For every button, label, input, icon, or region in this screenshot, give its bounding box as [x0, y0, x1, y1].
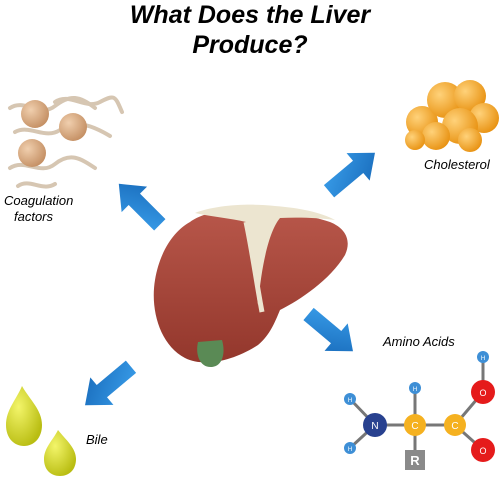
svg-text:H: H [413, 387, 417, 393]
r-group: R [405, 450, 425, 470]
oxygen-atom: O [471, 380, 495, 404]
arrow-to-bile-icon [85, 360, 137, 406]
svg-text:H: H [481, 356, 485, 362]
oxygen-atom: O [471, 438, 495, 462]
hydrogen-atom: H [344, 442, 356, 454]
arrow-to-cholesterol-icon [323, 152, 375, 198]
svg-text:H: H [348, 447, 352, 453]
svg-text:H: H [348, 398, 352, 404]
nitrogen-atom: N [363, 413, 387, 437]
hydrogen-atom: H [409, 382, 421, 394]
coagulation-label: Coagulation factors [4, 193, 74, 224]
svg-text:R: R [410, 453, 420, 468]
carbon-atom: C [444, 414, 466, 436]
svg-text:N: N [371, 421, 378, 432]
bile-drops-icon [6, 386, 76, 476]
title-line-1: What Does the Liver [129, 1, 371, 29]
svg-text:O: O [479, 388, 486, 398]
cholesterol-icon [405, 80, 499, 152]
hydrogen-atom: H [477, 351, 489, 363]
cholesterol-label: Cholesterol [424, 157, 490, 172]
carbon-atom: C [404, 414, 426, 436]
svg-text:C: C [411, 421, 418, 432]
svg-text:C: C [451, 421, 458, 432]
coagulation-factors-icon [8, 95, 124, 189]
svg-text:O: O [479, 446, 486, 456]
title-line-2: Produce? [192, 31, 308, 59]
amino-acids-label: Amino Acids [383, 334, 455, 349]
amino-acid-molecule-icon: H H H H N C C [344, 351, 495, 470]
hydrogen-atom: H [344, 393, 356, 405]
stock-id: 70963437 [2, 370, 14, 475]
bile-label: Bile [86, 432, 108, 447]
arrow-to-coagulation-icon [118, 183, 166, 231]
arrow-to-amino-acids-icon [303, 307, 353, 352]
liver-icon [153, 204, 348, 368]
